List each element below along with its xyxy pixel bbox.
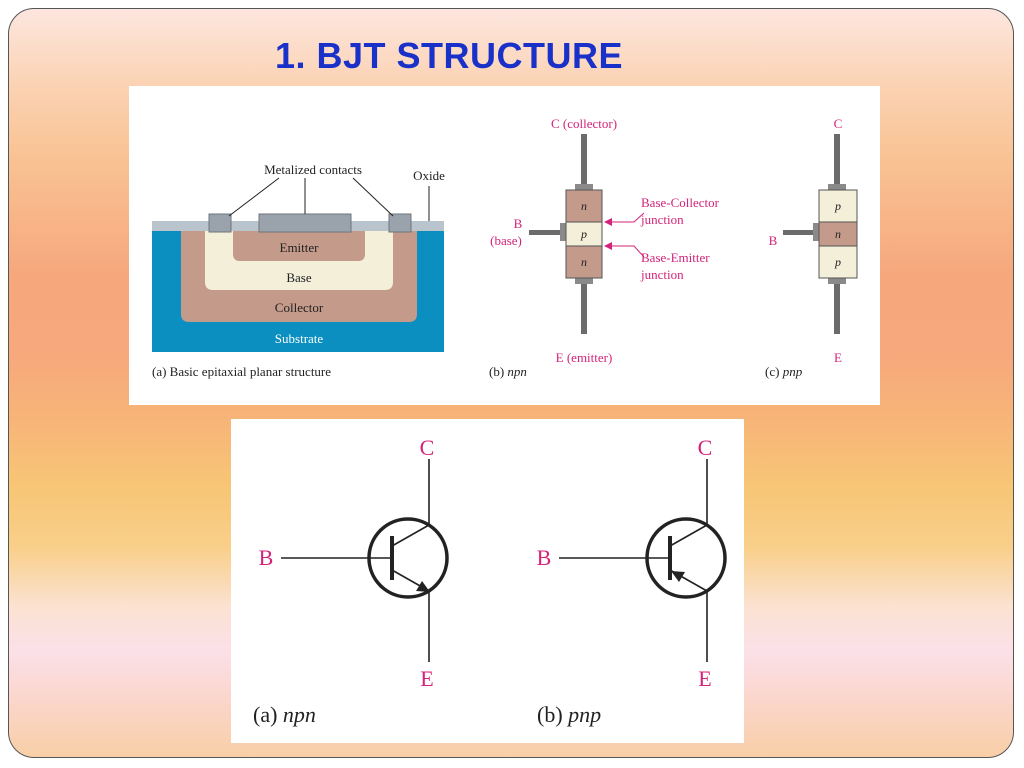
npn-collector-lead (581, 134, 587, 186)
label-metalized-contacts: Metalized contacts (264, 162, 362, 177)
label-base: Base (286, 270, 312, 285)
pnp-layer-top-label: p (834, 199, 841, 213)
pnp-layer-bot (818, 245, 858, 279)
npn-terminal-collector: C (collector) (551, 116, 617, 131)
label-collector: Collector (275, 300, 324, 315)
npn-symbol-label-emitter: E (420, 666, 433, 691)
npn-emitter-lead (581, 282, 587, 334)
npn-symbol-caption-type: npn (283, 702, 316, 727)
pnp-symbol-emitter-arrow (671, 571, 685, 582)
symbols-figure-svg: C B E (a) npn C B E (b) pnp (253, 435, 727, 727)
npn-symbol-collector-diag (391, 524, 430, 547)
emitter-region (233, 231, 365, 261)
pnp-base-lead (783, 230, 819, 235)
npn-lead-cap-left (560, 223, 566, 241)
caption-pnp: (c) pnp (765, 364, 803, 379)
npn-layer-top (565, 189, 603, 223)
pnp-structure: p n p C B E (c) pnp (765, 116, 858, 379)
npn-terminal-emitter: E (emitter) (556, 350, 613, 365)
npn-lead-cap-top (575, 184, 593, 190)
npn-terminal-base-1: B (514, 216, 523, 231)
label-emitter: Emitter (280, 240, 320, 255)
bc-junction-leader (606, 212, 645, 223)
contacts-leader-1 (228, 177, 280, 217)
contacts-leader-3 (352, 177, 394, 217)
pnp-symbol: C B E (b) pnp (537, 435, 727, 727)
npn-layer-mid (565, 221, 603, 247)
bc-junction-label-2: junction (640, 212, 684, 227)
npn-symbol-caption: (a) npn (253, 702, 316, 727)
pnp-symbol-label-collector: C (698, 435, 713, 460)
be-junction-arrowhead (604, 242, 612, 250)
contact-right (388, 213, 412, 233)
pnp-collector-lead (834, 134, 840, 186)
caption-pnp-type: pnp (782, 364, 803, 379)
pnp-layer-top (818, 189, 858, 223)
npn-lead-cap-bot (575, 278, 593, 284)
pnp-layer-mid-label: n (835, 227, 841, 241)
pnp-terminal-emitter: E (834, 350, 842, 365)
be-junction-label-2: junction (640, 267, 684, 282)
pnp-lead-cap-left (813, 223, 819, 241)
pnp-symbol-collector-diag (669, 524, 708, 547)
pnp-emitter-lead (834, 282, 840, 334)
pnp-symbol-caption: (b) pnp (537, 702, 601, 727)
pnp-layer-mid (818, 221, 858, 247)
bc-junction-label-1: Base-Collector (641, 195, 720, 210)
pnp-terminal-collector: C (834, 116, 843, 131)
caption-npn-type: npn (507, 364, 527, 379)
npn-structure: n p n C (collector) B (base) E (emitter)… (489, 116, 720, 379)
pnp-lead-cap-top (828, 184, 846, 190)
caption-npn-prefix: (b) (489, 364, 507, 379)
label-oxide: Oxide (413, 168, 445, 183)
npn-layer-bot-label: n (581, 255, 587, 269)
npn-symbol-emitter-arrow (416, 581, 430, 592)
caption-planar: (a) Basic epitaxial planar structure (152, 364, 331, 379)
structure-figure: Metalized contacts Oxide Emitter Base Co… (129, 86, 880, 405)
pnp-symbol-label-base: B (537, 545, 552, 570)
bc-junction-arrowhead (604, 218, 612, 226)
be-junction-leader (606, 245, 645, 258)
pnp-lead-cap-bot (828, 278, 846, 284)
npn-symbol: C B E (a) npn (253, 435, 449, 727)
npn-symbol-label-base: B (259, 545, 274, 570)
symbols-figure: C B E (a) npn C B E (b) pnp (231, 419, 744, 743)
pnp-layer-bot-label: p (834, 255, 841, 269)
contact-center (258, 213, 352, 233)
planar-structure: Metalized contacts Oxide Emitter Base Co… (152, 162, 445, 379)
caption-npn: (b) npn (489, 364, 527, 379)
be-junction-label-1: Base-Emitter (641, 250, 710, 265)
pnp-symbol-label-emitter: E (698, 666, 711, 691)
structure-figure-svg: Metalized contacts Oxide Emitter Base Co… (152, 116, 858, 379)
pnp-symbol-caption-type: pnp (566, 702, 601, 727)
npn-layer-mid-label: p (580, 227, 587, 241)
npn-symbol-label-collector: C (420, 435, 435, 460)
slide: 1. BJT STRUCTURE Metalized contacts Oxid… (8, 8, 1014, 758)
label-substrate: Substrate (275, 331, 324, 346)
npn-layer-bot (565, 245, 603, 279)
pnp-symbol-caption-prefix: (b) (537, 702, 568, 727)
caption-pnp-prefix: (c) (765, 364, 783, 379)
npn-base-lead (529, 230, 565, 235)
npn-layer-top-label: n (581, 199, 587, 213)
slide-title: 1. BJT STRUCTURE (274, 35, 624, 76)
contact-left (208, 213, 232, 233)
npn-terminal-base-2: (base) (490, 233, 522, 248)
npn-symbol-caption-prefix: (a) (253, 702, 283, 727)
pnp-terminal-base: B (769, 233, 778, 248)
